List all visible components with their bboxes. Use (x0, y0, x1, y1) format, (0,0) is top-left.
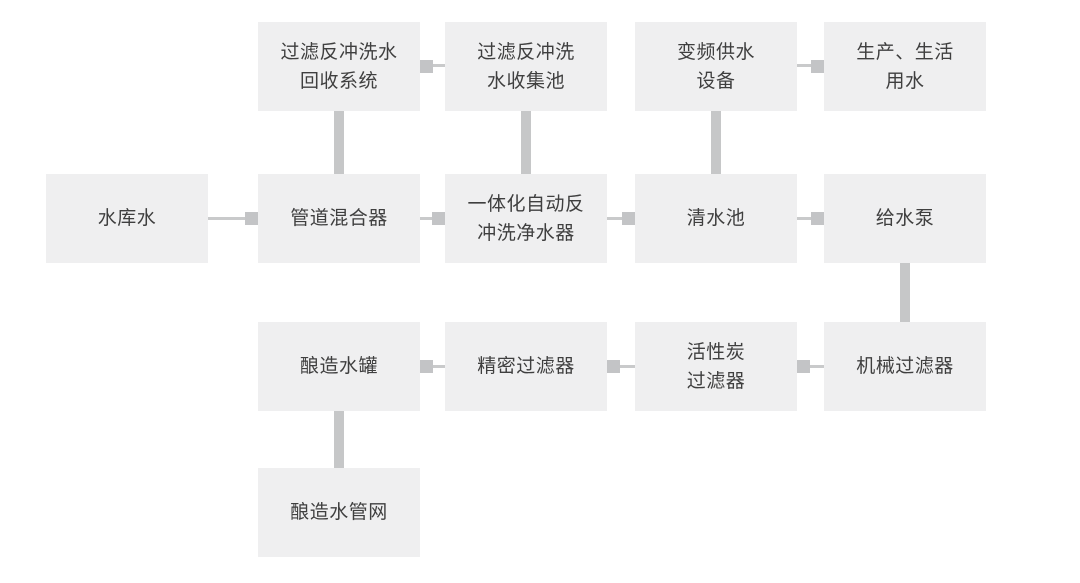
node-activated-carbon-filter: 活性炭 过滤器 (635, 322, 797, 411)
edge-precision-to-brewtank-line (433, 365, 445, 368)
edge-mechanical-to-carbon-arrow-square (797, 360, 810, 373)
node-pipeline-mixer: 管道混合器 (258, 174, 420, 263)
edge-mixer-to-purifier-line (420, 217, 432, 220)
node-production-domestic-water: 生产、生活 用水 (824, 22, 986, 111)
edge-brewtank-to-pipenetwork-bar (334, 411, 344, 468)
edge-carbon-to-precision-line (620, 365, 635, 368)
edge-vfd-to-production-arrow-square (811, 60, 824, 73)
edge-clearwell-to-vfd-bar (711, 111, 721, 174)
node-integrated-auto-backwash-purifier: 一体化自动反 冲洗净水器 (445, 174, 607, 263)
edge-vfd-to-production-line (797, 64, 811, 67)
edge-carbon-to-precision-arrow-square (607, 360, 620, 373)
edge-reservoir-to-mixer-line (208, 217, 245, 220)
node-precision-filter: 精密过滤器 (445, 322, 607, 411)
edge-collection-to-recovery-line (433, 64, 445, 67)
edge-mixer-to-recovery-bar (334, 111, 344, 174)
edge-collection-to-recovery-arrow-square (420, 60, 433, 73)
edge-clearwell-to-pump-line (797, 217, 811, 220)
edge-purifier-to-clearwell-arrow-square (622, 212, 635, 225)
node-brewing-water-tank: 酿造水罐 (258, 322, 420, 411)
edge-reservoir-to-mixer-arrow-square (245, 212, 258, 225)
node-backwash-recovery-system: 过滤反冲洗水 回收系统 (258, 22, 420, 111)
node-mechanical-filter: 机械过滤器 (824, 322, 986, 411)
node-clear-water-pool: 清水池 (635, 174, 797, 263)
node-brewing-water-pipe-network: 酿造水管网 (258, 468, 420, 557)
edge-pump-to-mechanical-bar (900, 263, 910, 322)
edge-purifier-to-clearwell-line (607, 217, 622, 220)
edge-mechanical-to-carbon-line (810, 365, 824, 368)
node-backwash-collection-pool: 过滤反冲洗 水收集池 (445, 22, 607, 111)
edge-precision-to-brewtank-arrow-square (420, 360, 433, 373)
node-feed-water-pump: 给水泵 (824, 174, 986, 263)
edge-purifier-to-collection-bar (521, 111, 531, 174)
edge-clearwell-to-pump-arrow-square (811, 212, 824, 225)
edge-mixer-to-purifier-arrow-square (432, 212, 445, 225)
node-vfd-water-supply-equipment: 变频供水 设备 (635, 22, 797, 111)
node-reservoir-water: 水库水 (46, 174, 208, 263)
